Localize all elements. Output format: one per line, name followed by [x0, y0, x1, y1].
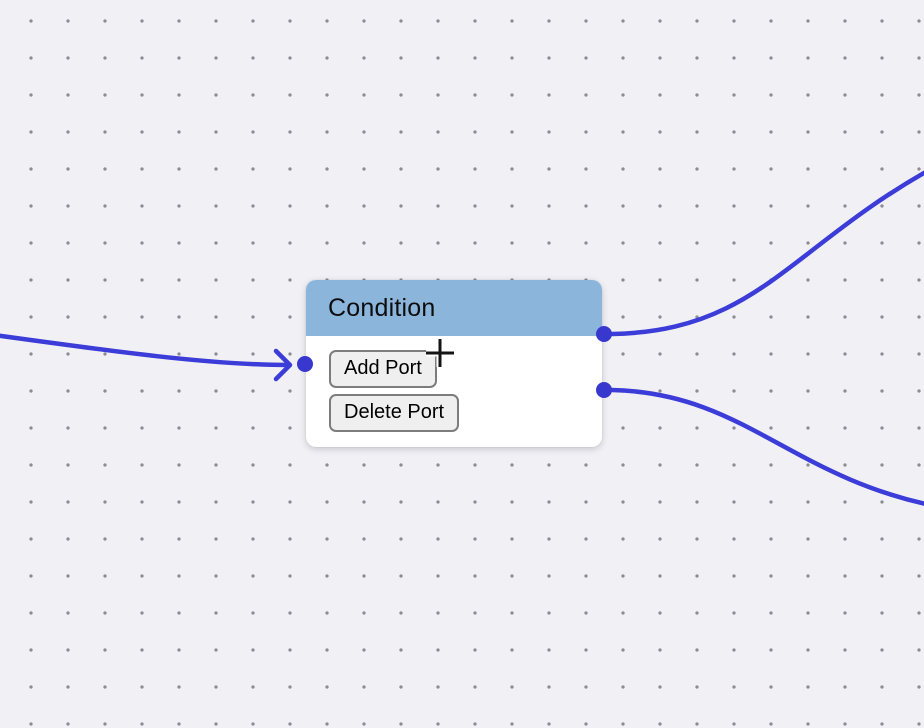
- condition-node[interactable]: Condition Add Port Delete Port: [306, 280, 602, 447]
- node-header[interactable]: Condition: [306, 280, 602, 336]
- node-title: Condition: [328, 293, 436, 322]
- source-handle-top-right[interactable]: [596, 326, 612, 342]
- edge-arrowhead-icon: [273, 348, 293, 382]
- edge-outgoing-bottom[interactable]: [609, 387, 924, 507]
- target-handle-left[interactable]: [297, 356, 313, 372]
- node-body: Add Port Delete Port: [306, 336, 602, 432]
- edge-incoming-left[interactable]: [0, 333, 291, 368]
- delete-port-button[interactable]: Delete Port: [329, 394, 460, 432]
- source-handle-bottom-right[interactable]: [596, 382, 612, 398]
- add-port-button[interactable]: Add Port: [329, 350, 437, 388]
- edge-outgoing-top[interactable]: [609, 164, 924, 337]
